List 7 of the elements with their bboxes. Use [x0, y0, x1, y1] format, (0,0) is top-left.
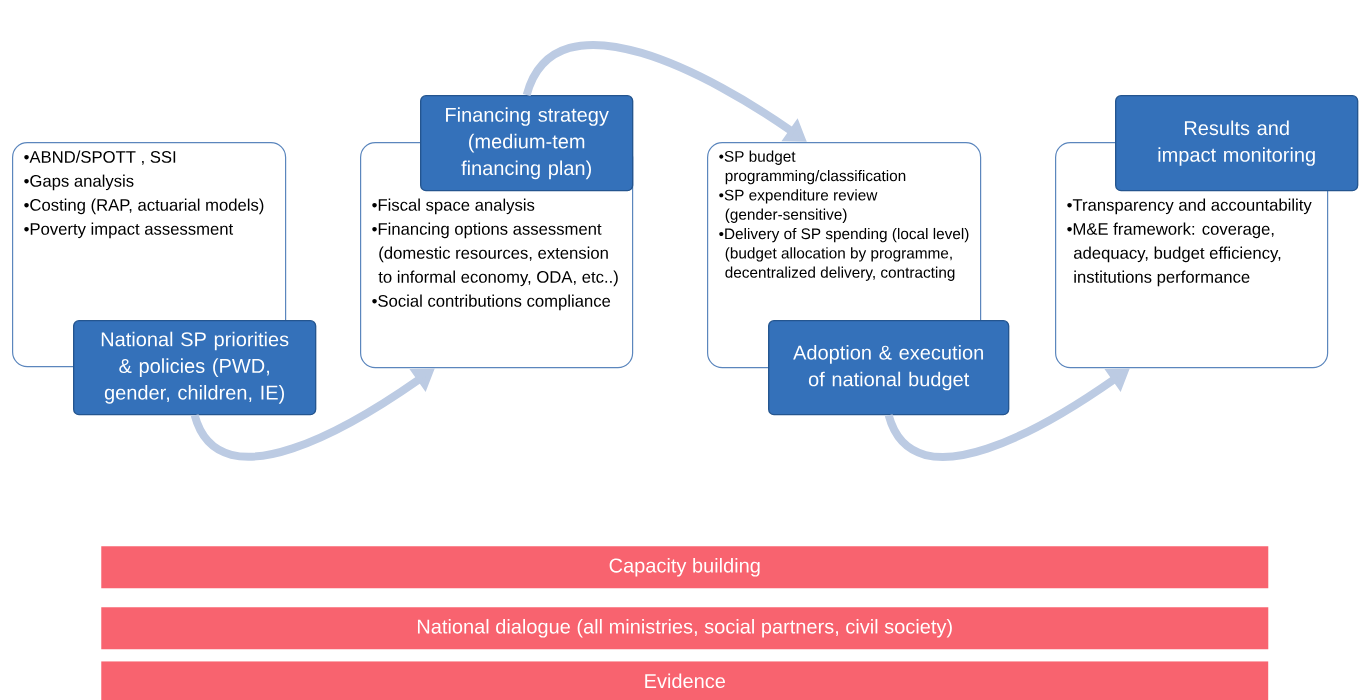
banner-bar: Evidence: [101, 661, 1269, 700]
banner-bar: Capacity building: [101, 546, 1269, 589]
title-box: National SP priorities & policies (PWD, gender, children, IE): [73, 320, 317, 416]
title-box: Financing strategy (medium-tem financing plan): [420, 95, 634, 192]
title-box: Adoption & execution of national budget: [768, 320, 1010, 416]
title-box: Results and impact monitoring: [1115, 95, 1359, 192]
banner-bar: National dialogue (all ministries, social partners, civil society): [101, 607, 1269, 650]
